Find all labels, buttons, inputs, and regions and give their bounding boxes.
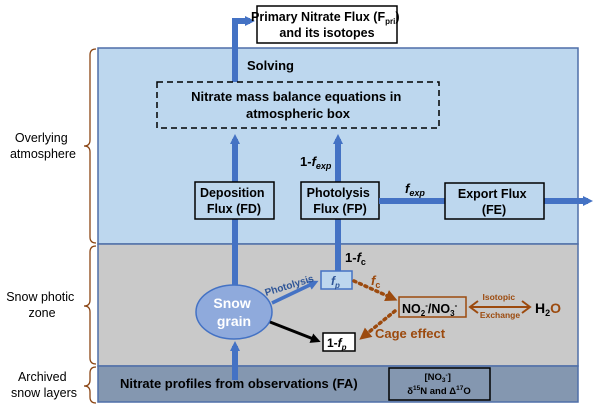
fp-box xyxy=(320,270,353,290)
primary-flux-text: Primary Nitrate Flux (Fpri) and its isot… xyxy=(251,10,403,40)
deposition-flux-text: Deposition Flux (FD) xyxy=(200,186,268,216)
export-flux-text: Export Flux (FE) xyxy=(458,187,530,217)
fc-label: fc xyxy=(371,273,380,290)
photic-zone-label: Snow photic zone xyxy=(6,290,78,320)
observations-box-text: [NO3-] δ15N and Δ17O xyxy=(407,372,470,397)
observations-label: Nitrate profiles from observations (FA) xyxy=(120,376,358,391)
no2-no3-label: NO2-/NO3- xyxy=(402,301,458,318)
mass-balance-box xyxy=(156,81,440,129)
primary-flux-arrow xyxy=(232,16,255,82)
snow-grain-text: Snow grain xyxy=(213,295,254,329)
non-photolysis-arrow xyxy=(269,320,321,343)
archive-bracket xyxy=(83,366,97,404)
cage-effect-label: Cage effect xyxy=(375,326,446,341)
photolysis-flux-text: Photolysis Flux (FP) xyxy=(307,186,374,216)
atmosphere-label: Overlying atmosphere xyxy=(10,131,76,161)
isotopic-exchange-label: Isotopic Exchange xyxy=(480,292,520,320)
cage-effect-arrow xyxy=(359,309,397,340)
archive-layer xyxy=(97,365,579,403)
photolysis-arrow xyxy=(271,280,319,305)
atmosphere-bracket xyxy=(83,48,97,244)
one-minus-fp-label: 1-fp xyxy=(327,336,347,352)
one-minus-fc-label: 1-fc xyxy=(345,250,366,267)
photolysis-flux-box xyxy=(300,181,380,220)
deposition-flux-box xyxy=(194,181,275,220)
one-minus-fp-box xyxy=(322,332,356,352)
archive-label: Archived snow layers xyxy=(11,370,77,400)
fp-label: fp xyxy=(331,274,340,290)
isotopic-exchange-arrow xyxy=(468,300,532,314)
photic-bracket xyxy=(83,245,97,365)
solving-label: Solving xyxy=(247,58,294,73)
no2-no3-box xyxy=(398,296,467,318)
one-minus-fexp-label: 1-fexp xyxy=(300,154,332,171)
snow-grain-ellipse xyxy=(195,284,273,340)
fexp-label: fexp xyxy=(405,181,425,198)
observations-box xyxy=(388,367,491,401)
export-flux-box xyxy=(444,182,545,220)
h2o-label: H2O xyxy=(535,300,561,318)
fc-dotted-arrow xyxy=(352,279,398,302)
mass-balance-text: Nitrate mass balance equations in atmosp… xyxy=(191,89,405,121)
primary-flux-box xyxy=(256,5,398,44)
